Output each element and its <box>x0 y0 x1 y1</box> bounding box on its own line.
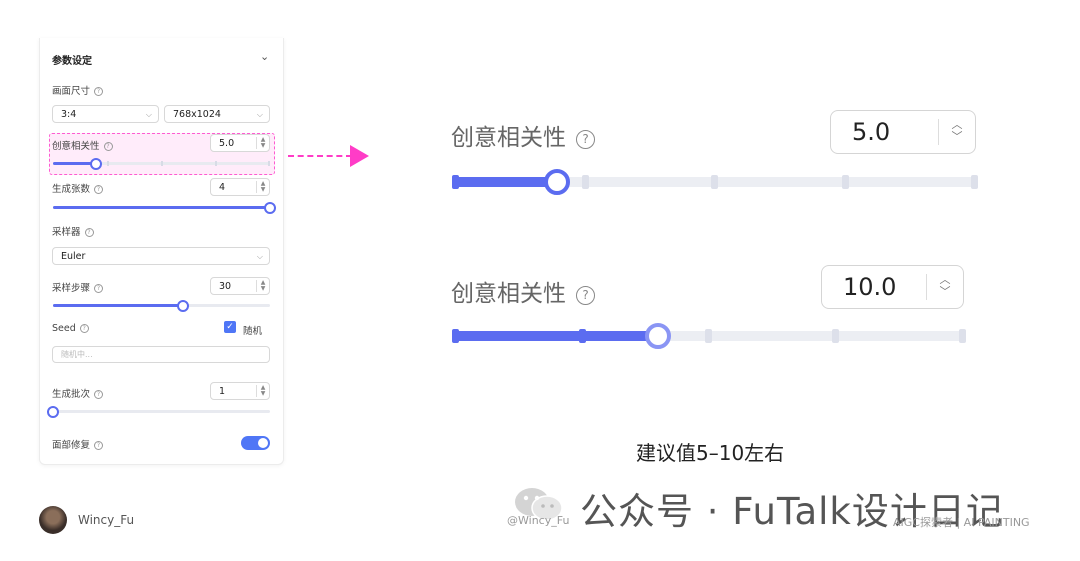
slider-tick <box>842 175 849 189</box>
help-icon[interactable]: ? <box>576 130 595 149</box>
creativity-stepper[interactable]: 5.0▲▼ <box>210 134 270 152</box>
help-icon[interactable]: ? <box>94 390 104 399</box>
random-label: 随机 <box>243 326 263 337</box>
batch-stepper[interactable]: 1▲▼ <box>210 382 270 400</box>
creativity-label: 创意相关性? <box>52 138 113 152</box>
zoom-slider-card-1: 创意相关性? 5.0︿﹀ <box>440 96 996 208</box>
brand-watermark: 公众号 · FuTalk设计日记 <box>580 490 1004 533</box>
slider-tick <box>832 329 839 343</box>
slider-handle[interactable] <box>264 201 276 214</box>
chevron-down-icon: ⌵ <box>256 110 263 119</box>
toggle-thumb <box>258 438 268 448</box>
stepper-arrows-icon[interactable]: ︿﹀ <box>938 119 975 145</box>
panel-title: 参数设定 <box>52 56 92 67</box>
stepper-arrows-icon[interactable]: ▲▼ <box>256 137 269 149</box>
watermark-right: AIGC探索者 | AI PAINTING <box>893 516 1030 529</box>
help-icon[interactable]: ? <box>94 87 104 96</box>
slider-fill <box>53 162 97 165</box>
zoom-slider-track-1[interactable] <box>452 169 978 195</box>
help-icon[interactable]: ? <box>94 185 104 194</box>
slider-fill <box>452 331 658 341</box>
help-icon[interactable]: ? <box>103 142 113 151</box>
pointer-arrow-line <box>288 155 352 157</box>
help-icon[interactable]: ? <box>79 324 89 333</box>
slider-fill <box>53 206 270 209</box>
author-name: Wincy_Fu <box>78 513 135 527</box>
help-icon[interactable]: ? <box>94 441 104 450</box>
slider-tick <box>582 175 589 189</box>
slider-fill <box>53 304 184 307</box>
chevron-down-icon: ⌵ <box>145 110 152 119</box>
slider-tick <box>161 161 163 166</box>
slider-tick <box>107 161 109 166</box>
zoom-slider-track-2[interactable] <box>452 323 966 349</box>
parameter-panel: 参数设定 ⌄ 画面尺寸? 3:4⌵ 768x1024⌵ 创意相关性? 5.0▲▼… <box>39 38 284 465</box>
help-icon[interactable]: ? <box>576 286 595 305</box>
recommendation-caption: 建议值5–10左右 <box>636 441 785 465</box>
zoom-stepper-2[interactable]: 10.0︿﹀ <box>821 265 964 309</box>
stepper-arrows-icon[interactable]: ︿﹀ <box>926 274 963 300</box>
help-icon[interactable]: ? <box>84 228 94 237</box>
face-fix-label: 面部修复? <box>52 437 104 451</box>
batch-label: 生成批次? <box>52 386 104 400</box>
seed-label: Seed? <box>52 323 89 334</box>
slider-handle[interactable] <box>544 169 571 195</box>
ratio-select[interactable]: 3:4⌵ <box>52 105 159 123</box>
slider-fill <box>452 177 558 187</box>
slider-tick <box>215 161 217 166</box>
chevron-down-icon: ⌵ <box>256 252 263 261</box>
steps-stepper[interactable]: 30▲▼ <box>210 277 270 295</box>
slider-tick <box>959 329 966 343</box>
slider-handle[interactable] <box>47 405 59 418</box>
slider-tick <box>971 175 978 189</box>
resolution-select[interactable]: 768x1024⌵ <box>164 105 270 123</box>
sampler-label: 采样器? <box>52 224 94 238</box>
random-checkbox[interactable]: ✓ <box>224 321 236 333</box>
wechat-icon <box>515 488 563 521</box>
watermark-center: @Wincy_Fu <box>507 514 570 527</box>
zoom-slider-card-2: 创意相关性? 10.0︿﹀ <box>440 254 996 366</box>
zoom-label-1: 创意相关性? <box>451 118 595 152</box>
steps-slider[interactable] <box>53 299 270 312</box>
count-stepper[interactable]: 4▲▼ <box>210 178 270 196</box>
creativity-slider[interactable] <box>53 157 270 170</box>
batch-slider[interactable] <box>47 405 270 418</box>
slider-handle[interactable] <box>177 299 190 312</box>
stepper-arrows-icon[interactable]: ▲▼ <box>256 385 269 397</box>
seed-input[interactable]: 随机中... <box>52 346 270 363</box>
collapse-chevron-icon[interactable]: ⌄ <box>260 50 270 63</box>
stepper-arrows-icon[interactable]: ▲▼ <box>256 181 269 193</box>
help-icon[interactable]: ? <box>94 284 104 293</box>
stepper-arrows-icon[interactable]: ▲▼ <box>256 280 269 292</box>
zoom-stepper-1[interactable]: 5.0︿﹀ <box>830 110 976 154</box>
face-fix-toggle[interactable] <box>241 436 270 450</box>
sampler-select[interactable]: Euler⌵ <box>52 247 270 265</box>
slider-tick <box>705 329 712 343</box>
steps-label: 采样步骤? <box>52 280 104 294</box>
count-slider[interactable] <box>53 201 276 214</box>
slider-tick <box>711 175 718 189</box>
avatar <box>39 506 67 534</box>
arrow-right-icon <box>350 145 369 167</box>
size-label: 画面尺寸? <box>52 83 104 97</box>
count-label: 生成张数? <box>52 181 104 195</box>
zoom-label-2: 创意相关性? <box>451 274 595 308</box>
slider-handle[interactable] <box>644 323 671 349</box>
slider-tick <box>268 161 270 166</box>
slider-handle[interactable] <box>90 157 103 170</box>
